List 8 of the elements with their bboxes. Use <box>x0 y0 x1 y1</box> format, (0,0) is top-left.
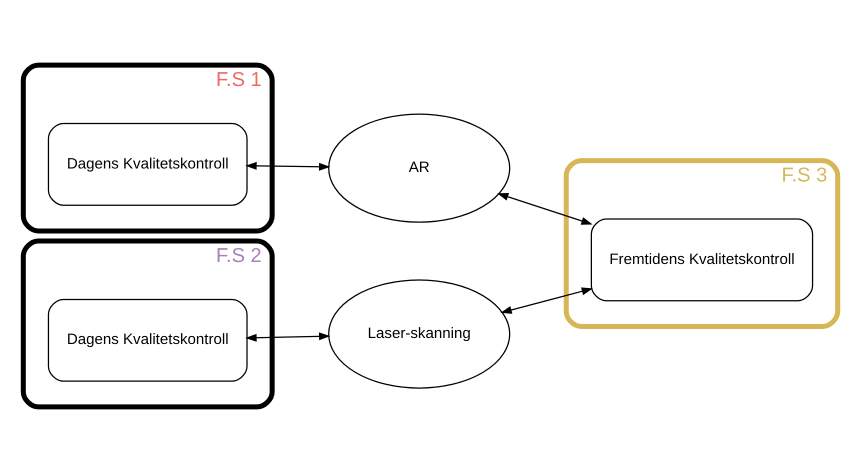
node-ellipse: Laser-skanning <box>328 279 510 389</box>
node-box: Dagens Kvalitetskontroll <box>48 298 248 382</box>
arrow <box>500 287 593 314</box>
arrow <box>245 332 330 342</box>
node-box: Dagens Kvalitetskontroll <box>48 122 248 206</box>
arrow <box>497 192 593 225</box>
node-box: Fremtidens Kvalitetskontroll <box>590 218 814 302</box>
arrow <box>245 162 330 171</box>
